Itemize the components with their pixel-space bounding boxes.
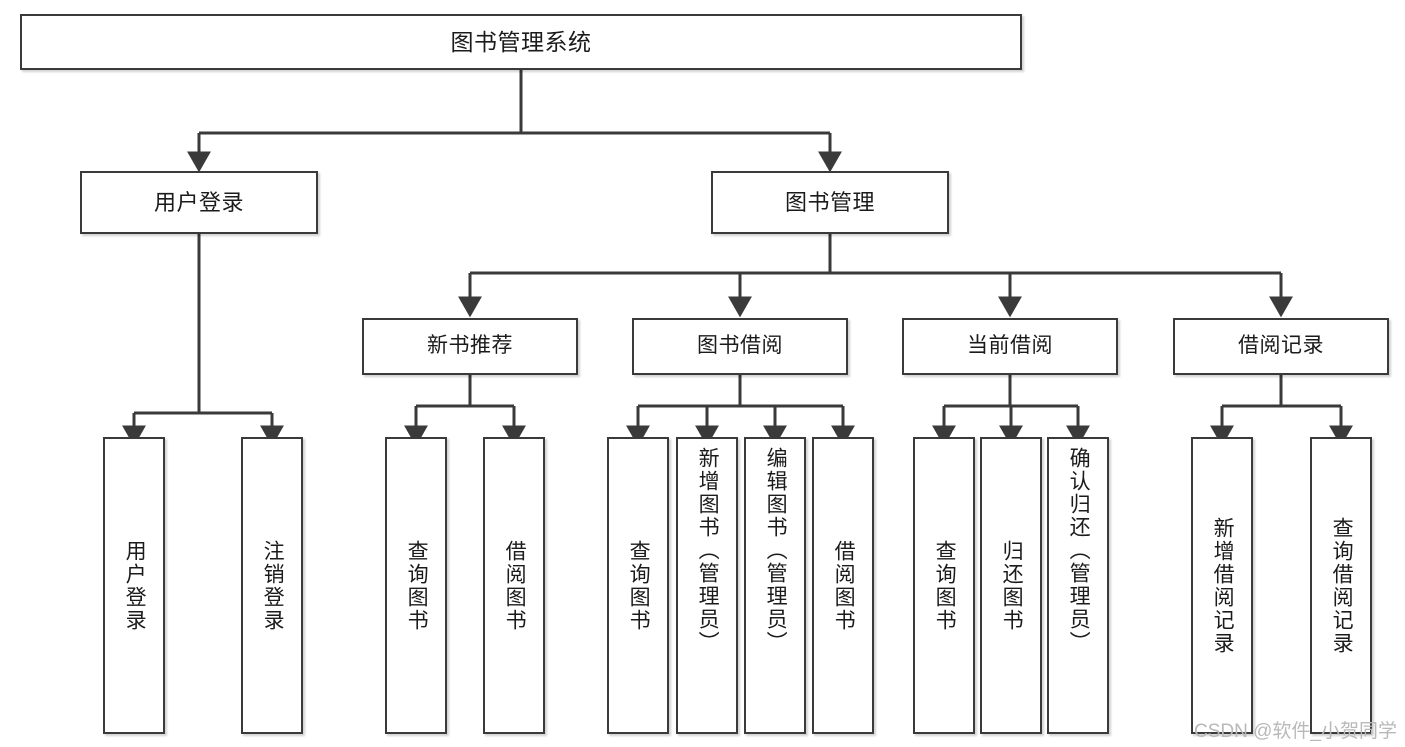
leaf-borrow-book[interactable]: 借阅图书 <box>812 437 874 734</box>
node-label: 图书借阅 <box>697 334 783 358</box>
node-label: 借阅图书 <box>832 539 856 632</box>
node-label: 当前借阅 <box>967 334 1053 358</box>
leaf-edit-book-admin[interactable]: 编辑图书（管理员） <box>744 437 806 734</box>
node-label: 查询图书 <box>933 539 957 632</box>
leaf-add-borrow-record[interactable]: 新增借阅记录 <box>1191 437 1253 734</box>
node-label: 新书推荐 <box>427 334 513 358</box>
node-book-borrow[interactable]: 图书借阅 <box>632 318 848 375</box>
node-label: 注销登录 <box>261 539 285 632</box>
leaf-query-borrow-record[interactable]: 查询借阅记录 <box>1310 437 1372 734</box>
leaf-return-book[interactable]: 归还图书 <box>980 437 1042 734</box>
node-borrow-record[interactable]: 借阅记录 <box>1173 318 1389 375</box>
node-label: 查询图书 <box>627 539 651 632</box>
node-user-login[interactable]: 用户登录 <box>80 171 318 234</box>
node-label: 新增图书（管理员） <box>696 447 720 654</box>
node-root-system[interactable]: 图书管理系统 <box>20 14 1022 70</box>
node-label: 图书管理 <box>784 189 875 215</box>
leaf-confirm-return-admin[interactable]: 确认归还（管理员） <box>1047 437 1109 734</box>
leaf-query-book-current[interactable]: 查询图书 <box>913 437 975 734</box>
leaf-borrow-book-recommend[interactable]: 借阅图书 <box>483 437 545 734</box>
node-label: 借阅图书 <box>503 539 527 632</box>
node-label: 借阅记录 <box>1238 334 1324 358</box>
node-label: 归还图书 <box>1000 539 1024 632</box>
node-label: 确认归还（管理员） <box>1067 447 1091 654</box>
node-label: 新增借阅记录 <box>1211 516 1235 655</box>
node-label: 查询借阅记录 <box>1330 516 1354 655</box>
node-book-management[interactable]: 图书管理 <box>711 171 949 234</box>
node-label: 用户登录 <box>153 189 244 215</box>
node-new-book-recommend[interactable]: 新书推荐 <box>362 318 578 375</box>
leaf-user-login[interactable]: 用户登录 <box>103 437 165 734</box>
node-label: 图书管理系统 <box>450 28 592 55</box>
leaf-add-book-admin[interactable]: 新增图书（管理员） <box>676 437 738 734</box>
leaf-query-book-recommend[interactable]: 查询图书 <box>385 437 447 734</box>
leaf-user-logout[interactable]: 注销登录 <box>241 437 303 734</box>
node-label: 查询图书 <box>405 539 429 632</box>
leaf-query-book-borrow[interactable]: 查询图书 <box>607 437 669 734</box>
node-label: 编辑图书（管理员） <box>764 447 788 654</box>
node-label: 用户登录 <box>123 539 147 632</box>
node-current-borrow[interactable]: 当前借阅 <box>902 318 1118 375</box>
